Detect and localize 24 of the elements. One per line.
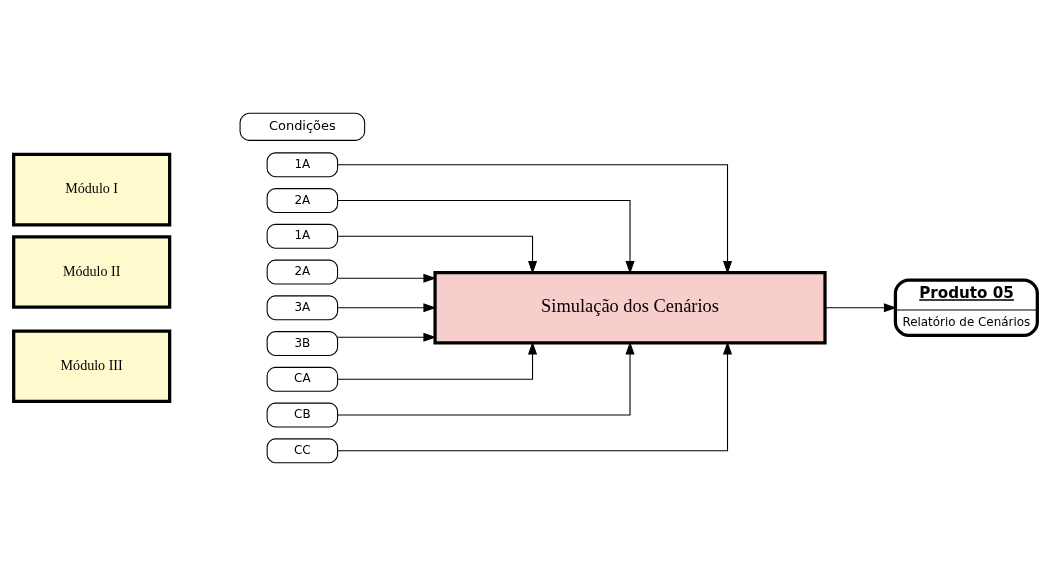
- arrow: [337, 302, 437, 312]
- node-box: 3B: [266, 330, 339, 356]
- arrow: [337, 273, 437, 283]
- arrow: [824, 302, 897, 312]
- node-box: Módulo I: [12, 152, 172, 227]
- node-box: CC: [266, 437, 339, 463]
- node-box: 1A: [266, 223, 339, 249]
- node-box: Simulação dos Cenários: [433, 270, 827, 345]
- node-box: Módulo II: [12, 234, 172, 309]
- node-box: 2A: [266, 187, 339, 213]
- node-box: 1A: [266, 151, 339, 177]
- arrow: [337, 332, 437, 342]
- node-box: 2A: [266, 259, 339, 284]
- arrow: [337, 235, 538, 274]
- node-box: Módulo III: [12, 328, 172, 403]
- node-box: CB: [266, 402, 339, 427]
- node-box: 3A: [266, 294, 339, 320]
- node-box: CA: [266, 366, 339, 392]
- arrow: [337, 163, 733, 274]
- arrow: [337, 341, 635, 416]
- node-box: Condições: [239, 112, 366, 141]
- arrow: [337, 340, 538, 380]
- arrow: [337, 340, 733, 451]
- arrow: [337, 199, 635, 274]
